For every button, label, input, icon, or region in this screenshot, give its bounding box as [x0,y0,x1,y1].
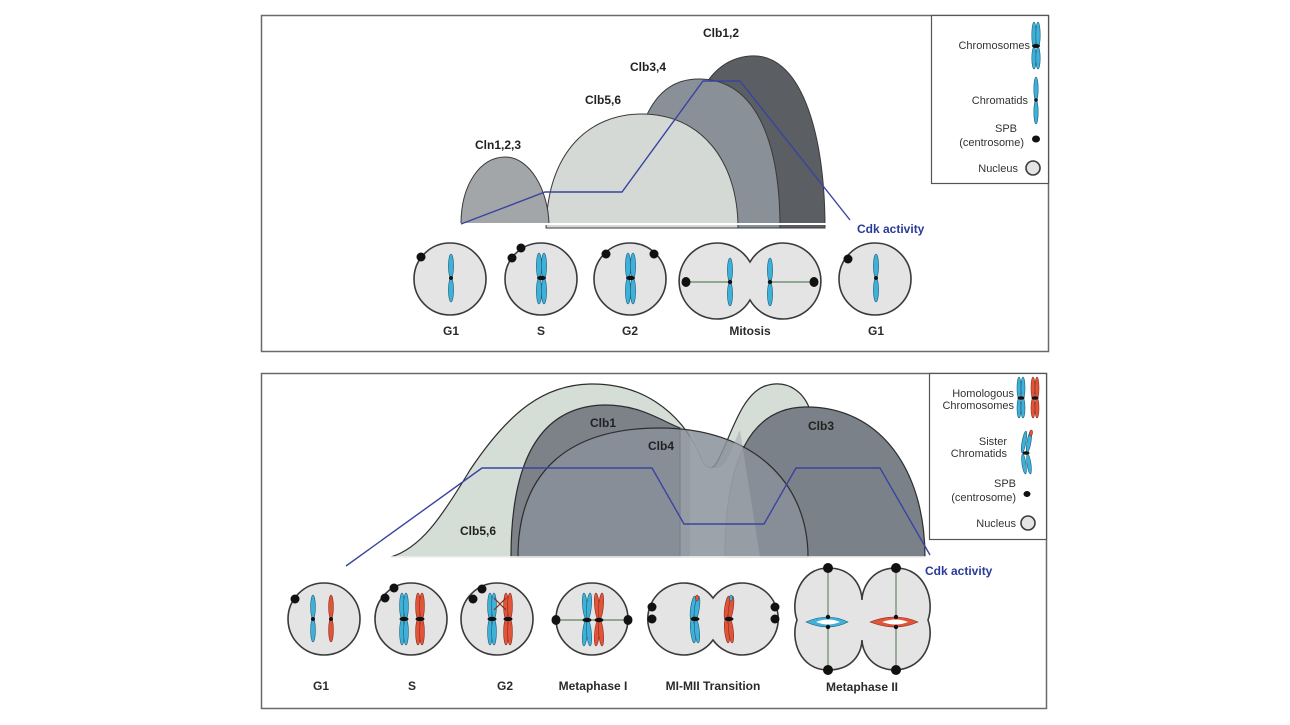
cyclin-wave-cln123 [460,156,550,225]
cdk-activity-label: Cdk activity [925,564,993,578]
stage-label-mitosis: Mitosis [729,324,771,338]
cyclin-label-cln123: Cln1,2,3 [475,138,521,152]
cell-mitosis [678,242,822,320]
cell-s [504,242,578,316]
stage-label-g2: G2 [497,679,513,693]
cyclin-label-clb34: Clb3,4 [630,60,666,74]
legend-sister-label-2: Chromatids [951,448,1008,460]
cyclin-wave-clb56 [545,113,739,229]
legend-nucleus-label: Nucleus [976,518,1016,530]
legend-homologous-label-2: Chromosomes [942,400,1014,412]
stage-label-s: S [537,324,545,338]
meiosis-legend: Homologous Chromosomes Sister Chromatids [928,372,1048,541]
cdk-activity-line [345,467,931,567]
cyclin-label-clb56: Clb5,6 [460,524,496,538]
cell-metaphase-i [551,582,633,656]
cell-g1 [413,242,487,316]
chromatid-icon [1033,76,1039,125]
cell-g1 [287,582,361,656]
legend-spb-label-1: SPB [994,478,1016,490]
chromosome-icon [1031,21,1041,70]
homologous-chromosomes-icon [1016,376,1040,419]
legend-spb-label-2: (centrosome) [959,137,1024,149]
legend-spb-label-2: (centrosome) [951,492,1016,504]
spb-icon [1023,491,1031,497]
stage-label-g1-return: G1 [868,324,884,338]
legend-homologous-label-1: Homologous [952,388,1014,400]
stage-label-s: S [408,679,416,693]
cyclin-label-clb12: Clb1,2 [703,26,739,40]
mitosis-legend: Chromosomes Chromatids SPB (centrosome) … [930,14,1050,185]
nucleus-icon [1020,515,1036,531]
cell-g2 [593,242,667,316]
legend-sister-label-1: Sister [979,436,1007,448]
stage-label-g1: G1 [313,679,329,693]
cell-s [374,582,448,656]
cell-mi-mii-transition [647,582,780,656]
stage-label-g2: G2 [622,324,638,338]
mitosis-panel: Cln1,2,3 Clb5,6 Clb3,4 Clb1,2 Cdk activi… [260,14,1050,353]
cyclin-label-clb1: Clb1 [590,416,616,430]
sister-chromatids-icon [1020,429,1033,475]
cyclin-trough [690,430,760,557]
stage-label-g1: G1 [443,324,459,338]
stage-label-metaphase-i: Metaphase I [559,679,628,693]
cell-g2 [460,582,534,656]
legend-chromatids-label: Chromatids [972,95,1029,107]
meiosis-panel: Clb5,6 Clb1 Clb4 Clb3 Cdk activity Homol… [260,372,1048,710]
spb-icon [1032,135,1040,143]
cyclin-label-clb4: Clb4 [648,439,674,453]
cell-metaphase-ii [794,563,931,675]
stage-label-mi-mii-transition: MI-MII Transition [666,679,761,693]
cell-g1-return [838,242,912,316]
legend-chromosomes-label: Chromosomes [958,40,1030,52]
legend-spb-label-1: SPB [995,123,1017,135]
nucleus-icon [1025,160,1041,176]
cyclin-label-clb56: Clb5,6 [585,93,621,107]
cdk-activity-label: Cdk activity [857,222,925,236]
stage-label-metaphase-ii: Metaphase II [826,680,898,694]
cyclin-label-clb3: Clb3 [808,419,834,433]
legend-nucleus-label: Nucleus [978,163,1018,175]
cdk-activity-line [460,80,851,225]
